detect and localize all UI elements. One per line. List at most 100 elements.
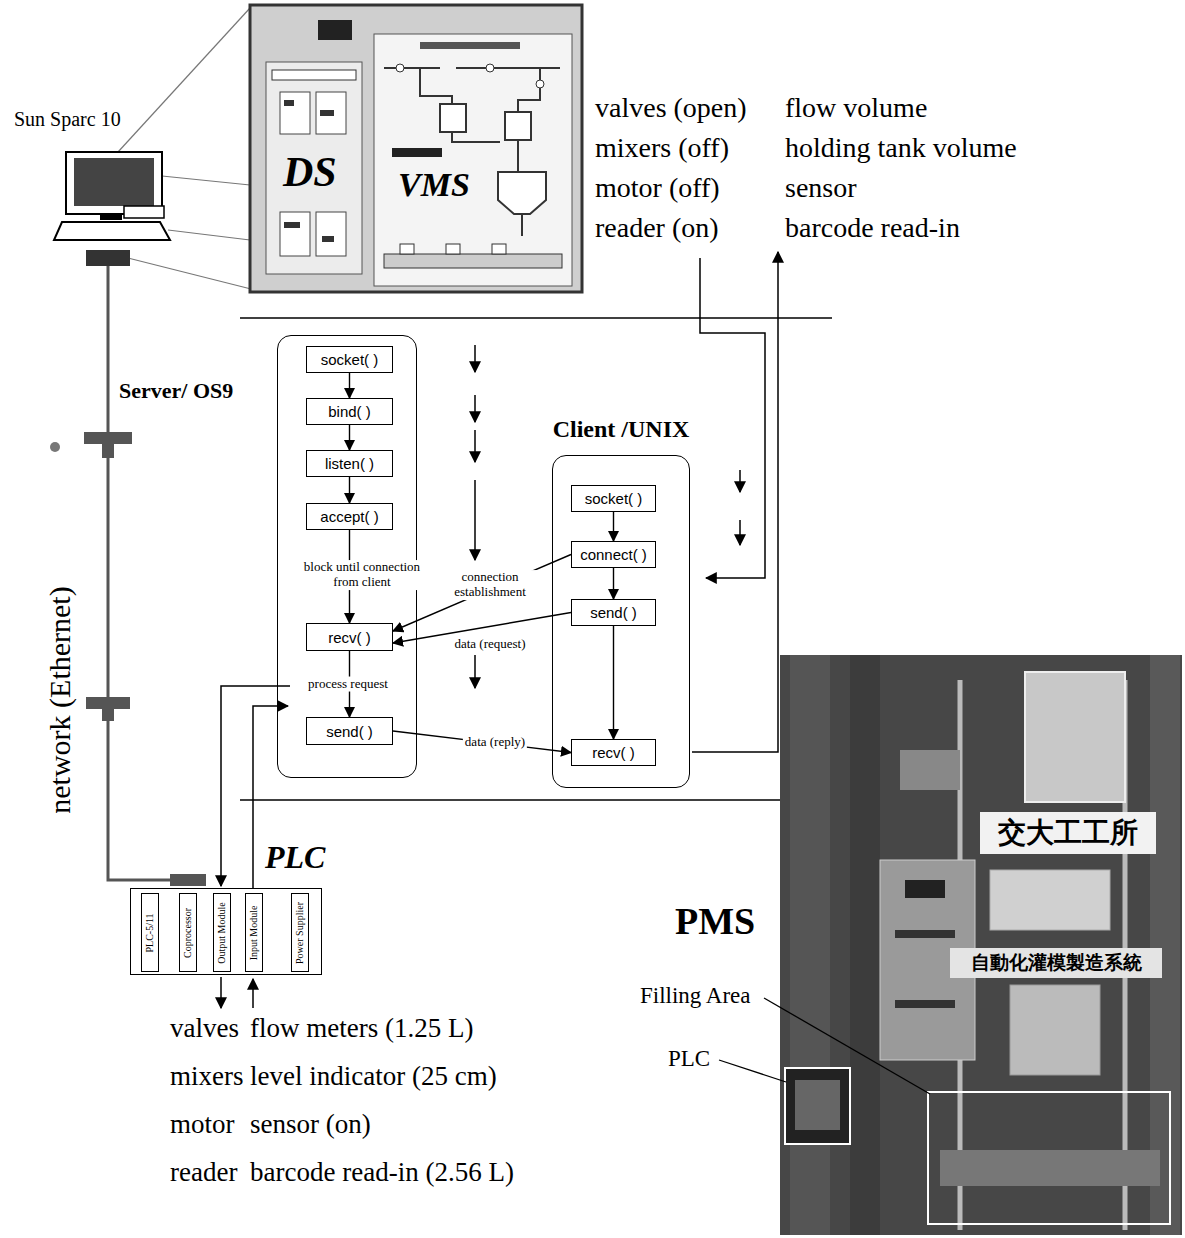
output-label: motor [170,1109,235,1140]
valve-symbol [486,64,494,72]
terminator-dot [50,442,60,452]
leader-line [719,1060,786,1082]
box-heading: Server/ OS9 [119,378,233,403]
connector-arrow [613,512,614,541]
input-wire [252,979,254,1008]
function-box: socket( ) [306,346,393,373]
plc-module: PLC-5/11 [141,893,159,972]
pipe [521,214,523,236]
function-name: socket( ) [585,491,643,506]
command-wire [700,258,765,578]
connector-label: connection establishment [438,570,542,600]
function-name: send( ) [590,605,637,620]
network-port [86,250,130,266]
output-wire [220,977,222,1008]
connector-arrow [349,373,350,398]
t-connector-stem [102,709,114,721]
t-connector [84,432,132,458]
status-label: flow volume [785,92,927,124]
hopper-symbol [498,172,546,214]
separator-line [240,317,832,319]
filling-area-highlight [928,1092,1170,1224]
ds-widget [284,222,300,228]
plc-highlight [785,1068,850,1144]
ds-widget [284,100,294,106]
ds-widget [316,212,346,256]
mixing-tank [990,870,1110,930]
pipe [420,68,452,104]
leader-line [168,230,250,240]
leader-line [118,8,250,152]
function-box: send( ) [306,717,393,745]
connector-arrow [613,626,614,739]
t-connector-bar [86,697,130,709]
ds-widget [316,92,346,134]
function-name: send( ) [326,724,373,739]
function-name: socket( ) [321,352,379,367]
separator-line [240,799,780,801]
connector-arrow [349,425,350,450]
monitor-screen [74,158,154,206]
valve-symbol [536,80,544,88]
flow-arrow [474,655,476,688]
module-label: Coprocessor [183,908,193,958]
connector-label: data (reply) [463,735,527,750]
cpu-box [124,206,164,218]
command-label: motor (off) [595,172,720,204]
t-connector-bar [170,874,206,886]
function-name: connect( ) [580,547,647,562]
leader-line [162,176,250,185]
function-box: accept( ) [306,503,393,530]
ds-widget [320,110,334,116]
valve-symbol [396,64,404,72]
ds-widget [322,236,334,242]
filler-unit [1010,985,1100,1075]
vms-header [420,42,520,49]
module-label: Input Module [249,905,259,960]
ds-panel [266,62,362,274]
monitor-stand [100,214,122,220]
pipe [384,67,560,69]
callout-label: Filling Area [640,983,751,1009]
function-box: bind( ) [306,398,393,425]
panel-title: VMS [398,165,470,204]
input-label: level indicator (25 cm) [250,1061,497,1092]
function-name: bind( ) [328,404,371,419]
vms-caption-bar [392,148,442,157]
monitor [66,152,162,214]
function-name: recv( ) [328,630,371,645]
mold-symbol [446,244,460,254]
vms-panel [374,34,572,286]
callout-label: PLC [668,1046,710,1072]
function-name: accept( ) [320,509,378,524]
sign-board [980,812,1156,854]
input-label: barcode read-in (2.56 L) [250,1157,514,1188]
t-connector-bar [84,432,132,444]
input-label: flow meters (1.25 L) [250,1013,473,1044]
server-box: Server/ OS9socket( )bind( )listen( )acce… [277,335,417,778]
connector-arrow [613,568,614,599]
computer-icon [54,152,170,266]
command-label: reader (on) [595,212,719,244]
module-label: Output Module [217,902,227,963]
flow-arrow [474,480,476,560]
flow-arrow [474,345,476,372]
mold-symbol [400,244,414,254]
t-connector-stem [102,444,114,458]
plc-unit [795,1080,840,1130]
function-name: listen( ) [325,456,374,471]
plc-module: Output Module [213,893,231,972]
computer-label: Sun Sparc 10 [14,108,121,131]
function-box: socket( ) [571,485,656,512]
plc-rack: PLCPLC-5/11CoprocessorOutput ModuleInput… [130,888,322,975]
box-heading: PLC [265,839,325,876]
pms-photo [780,655,1182,1235]
network-cable [108,266,170,880]
curtain-fold [1150,655,1180,1235]
network-label: network (Ethernet) [43,586,78,813]
connector-arrow [349,477,350,503]
plc-module: Input Module [245,893,263,972]
panel-title: DS [283,148,337,196]
flow-arrow [739,470,741,492]
function-box: connect( ) [571,541,656,568]
